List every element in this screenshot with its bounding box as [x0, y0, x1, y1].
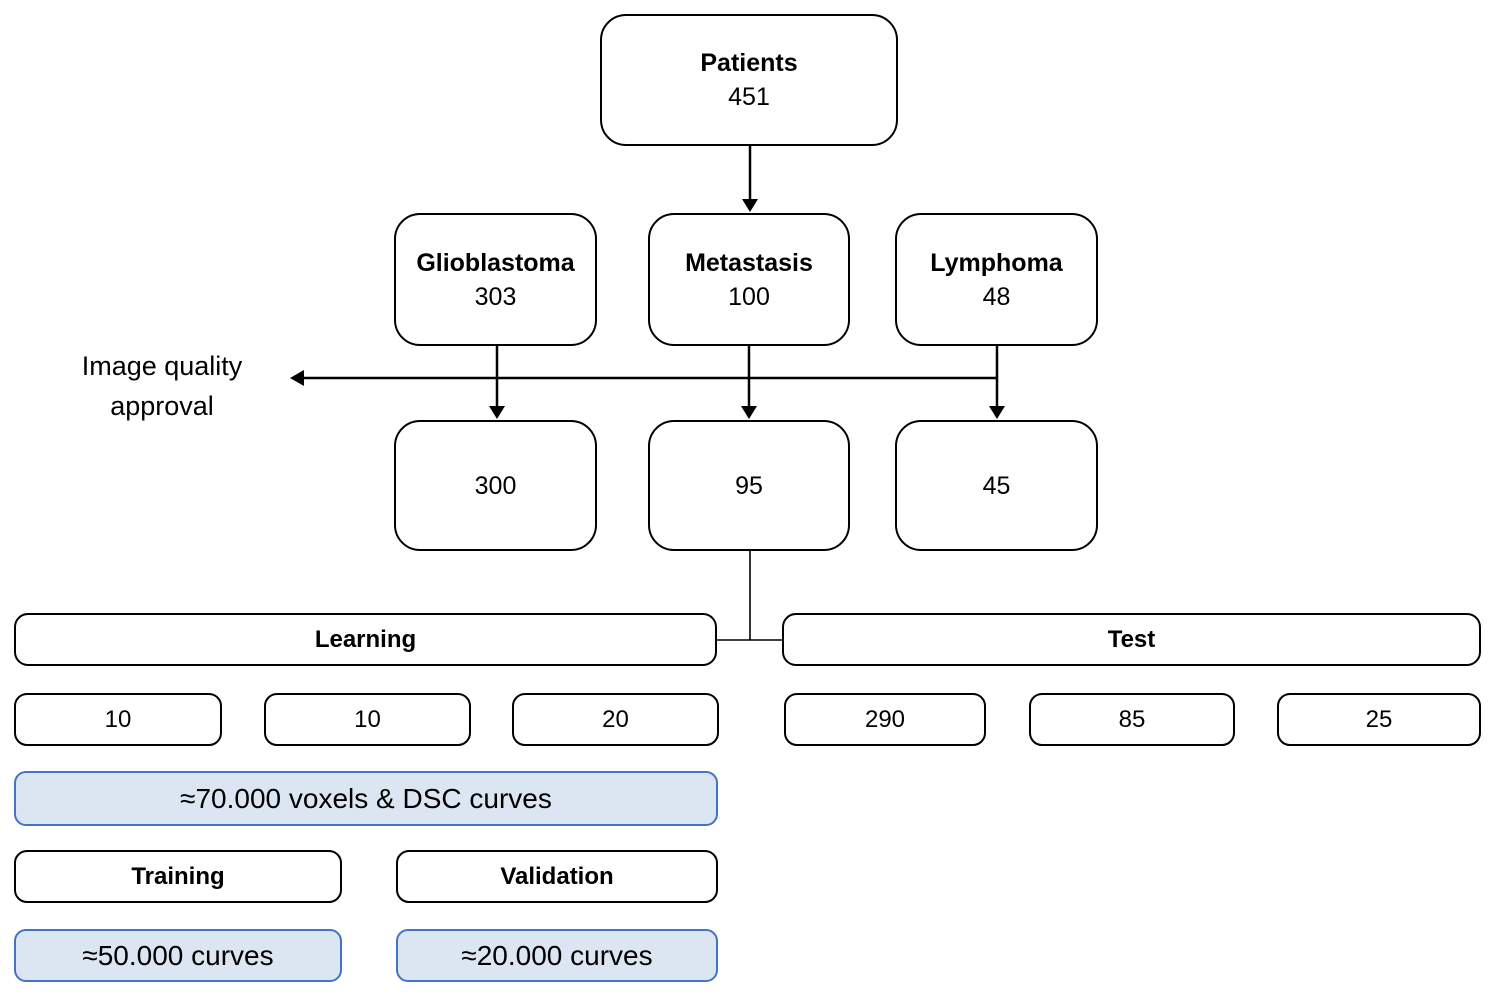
approved-metastasis-count: 95	[735, 471, 763, 500]
learning-count-lymphoma-box: 20	[512, 693, 719, 746]
image-quality-approval-arrow	[290, 370, 997, 386]
learning-count-glioblastoma: 10	[104, 705, 132, 733]
image-quality-approval-line1: Image quality	[81, 351, 243, 381]
test-count-metastasis: 85	[1118, 705, 1146, 733]
approved-glioblastoma-count: 300	[474, 471, 517, 500]
arrow-patients-to-metastasis	[742, 146, 758, 212]
test-count-glioblastoma: 290	[864, 705, 906, 733]
voxels-dsc-curves-label: ≈70.000 voxels & DSC curves	[180, 782, 552, 814]
voxels-dsc-curves-box: ≈70.000 voxels & DSC curves	[14, 771, 718, 826]
approved-lymphoma-count: 45	[982, 471, 1011, 500]
approved-lymphoma-box: 45	[895, 420, 1098, 551]
learning-box: Learning	[14, 613, 717, 666]
lymphoma-value: 48	[982, 282, 1011, 311]
learning-count-metastasis: 10	[354, 705, 381, 733]
learning-count-metastasis-box: 10	[264, 693, 471, 746]
training-curves-label: ≈50.000 curves	[82, 939, 274, 971]
patients-label: Patients	[700, 49, 798, 77]
arrow-lymphoma-to-45	[989, 346, 1005, 419]
validation-label: Validation	[500, 862, 614, 890]
training-box: Training	[14, 850, 342, 903]
learning-count-lymphoma: 20	[602, 705, 629, 733]
training-curves-box: ≈50.000 curves	[14, 929, 342, 982]
learning-count-glioblastoma-box: 10	[14, 693, 222, 746]
test-count-glioblastoma-box: 290	[784, 693, 986, 746]
test-count-metastasis-box: 85	[1029, 693, 1235, 746]
connector-95-to-split	[717, 551, 782, 641]
image-quality-approval-line2: approval	[110, 391, 214, 421]
metastasis-value: 100	[728, 282, 770, 311]
glioblastoma-value: 303	[474, 282, 517, 311]
validation-curves-label: ≈20.000 curves	[461, 939, 653, 971]
glioblastoma-label: Glioblastoma	[416, 248, 575, 277]
training-label: Training	[131, 862, 225, 890]
test-count-lymphoma: 25	[1365, 705, 1393, 733]
learning-label: Learning	[314, 625, 417, 653]
approved-glioblastoma-box: 300	[394, 420, 597, 551]
patients-value: 451	[728, 83, 770, 111]
arrow-metastasis-to-95	[741, 346, 757, 419]
test-box: Test	[782, 613, 1481, 666]
lymphoma-label: Lymphoma	[930, 248, 1063, 277]
approved-metastasis-box: 95	[648, 420, 850, 551]
test-label: Test	[1107, 625, 1156, 653]
metastasis-box: Metastasis 100	[648, 213, 850, 346]
validation-curves-box: ≈20.000 curves	[396, 929, 718, 982]
lymphoma-box: Lymphoma 48	[895, 213, 1098, 346]
arrow-glioblastoma-to-300	[489, 346, 505, 419]
test-count-lymphoma-box: 25	[1277, 693, 1481, 746]
patients-box: Patients 451	[600, 14, 898, 146]
glioblastoma-box: Glioblastoma 303	[394, 213, 597, 346]
validation-box: Validation	[396, 850, 718, 903]
image-quality-approval-label: Image quality approval	[28, 346, 296, 430]
metastasis-label: Metastasis	[685, 248, 813, 277]
